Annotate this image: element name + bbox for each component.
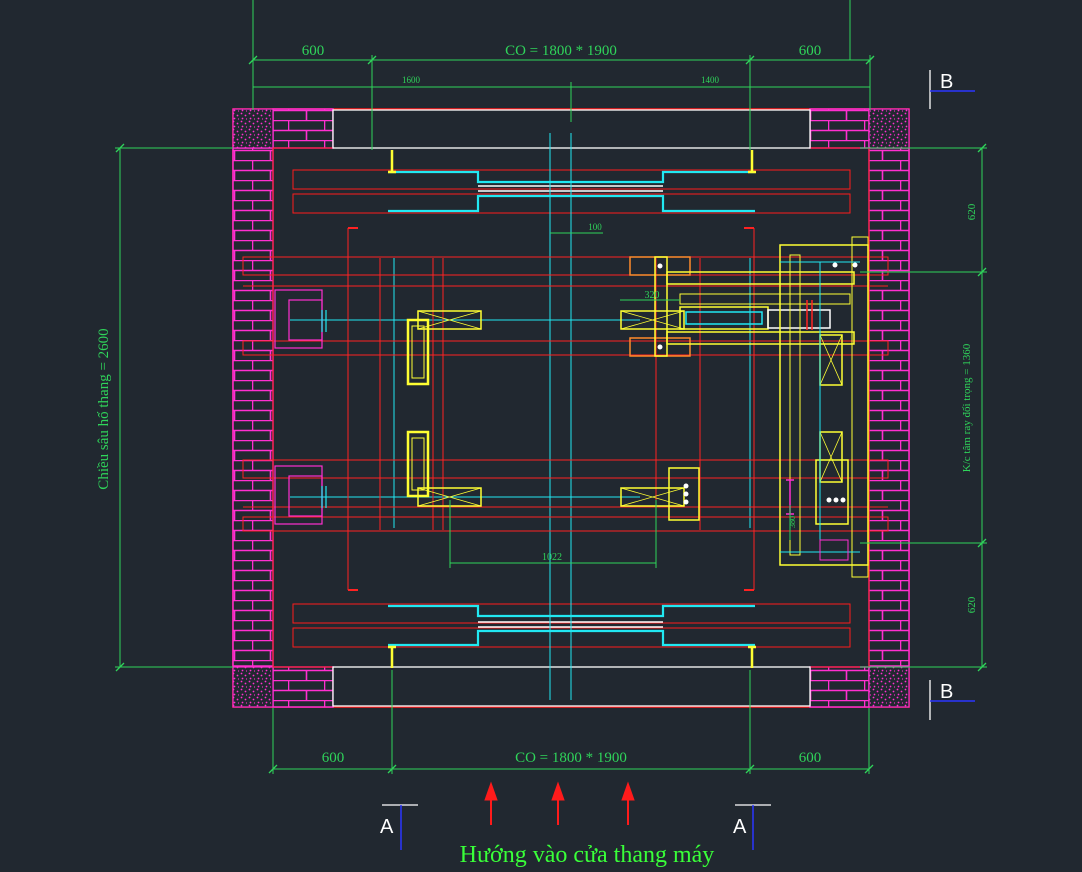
bracket-lower-left-inner bbox=[288, 475, 323, 517]
corner-column-br bbox=[868, 666, 910, 708]
section-b-bottom-label: B bbox=[940, 681, 953, 703]
corner-column-bl bbox=[232, 666, 274, 708]
car-guide-shoes bbox=[406, 310, 700, 521]
dim-top-left: 600 bbox=[302, 43, 325, 59]
cw-frame-top bbox=[666, 271, 855, 285]
dim-top-center: CO = 1800 * 1900 bbox=[505, 43, 617, 59]
door-panels bbox=[388, 170, 755, 647]
car-rail-beams bbox=[242, 227, 889, 591]
guide-shoe-lr bbox=[620, 487, 685, 507]
right-brick-wall bbox=[868, 147, 910, 667]
section-a-left: A bbox=[380, 804, 418, 850]
section-b-bottom: B bbox=[929, 680, 975, 720]
dim-right-top: 620 bbox=[966, 203, 978, 220]
bottom-rail-clip bbox=[668, 467, 700, 521]
dimension-ticks bbox=[115, 55, 987, 774]
section-b-top: B bbox=[929, 70, 975, 109]
bottom-door-panel-outer bbox=[388, 629, 755, 647]
top-left-brick bbox=[272, 108, 334, 149]
rail-beam-upper-2 bbox=[242, 340, 889, 356]
cw-white-block bbox=[767, 309, 831, 329]
left-brick-wall bbox=[232, 147, 274, 667]
entry-direction-caption: Hướng vào cửa thang máy bbox=[460, 842, 715, 868]
guide-shoe-ur bbox=[620, 310, 685, 330]
top-door-panel-inner bbox=[388, 194, 755, 213]
counterweight-assembly bbox=[629, 236, 869, 578]
jamb-top-left bbox=[388, 150, 396, 174]
dim-left-vertical: Chiều sâu hố thang = 2600 bbox=[96, 328, 112, 489]
dim-right-bottom: 620 bbox=[966, 596, 978, 613]
cw-bolts bbox=[657, 262, 858, 503]
bracket-upper-left bbox=[274, 289, 323, 349]
entry-arrow-3 bbox=[621, 781, 635, 825]
left-rail-brackets bbox=[274, 289, 327, 525]
corner-column-tl bbox=[232, 108, 274, 149]
section-a-left-label: A bbox=[380, 816, 394, 838]
door-jambs bbox=[388, 150, 756, 668]
section-a-right: A bbox=[733, 804, 771, 850]
bottom-left-brick bbox=[272, 666, 334, 708]
section-b-top-label: B bbox=[940, 71, 953, 93]
dim-inner-320: 320 bbox=[645, 290, 660, 301]
cw-rail-left bbox=[654, 256, 668, 357]
section-a-right-label: A bbox=[733, 816, 747, 838]
jamb-top-right bbox=[748, 150, 756, 174]
dim-inner-small: 100 bbox=[588, 222, 602, 232]
dimension-text: 600 CO = 1800 * 1900 600 1600 1400 100 3… bbox=[96, 43, 978, 766]
rail-beam-lower bbox=[242, 459, 889, 479]
dim-sub-left: 1600 bbox=[402, 75, 421, 85]
top-door-panel-outer bbox=[388, 170, 755, 184]
buffer-upper bbox=[406, 318, 430, 386]
dim-bottom-center: CO = 1800 * 1900 bbox=[515, 750, 627, 766]
top-right-brick bbox=[809, 108, 870, 149]
bracket-lower-left bbox=[274, 465, 323, 525]
rail-beam-upper bbox=[242, 256, 889, 276]
cw-buffer bbox=[815, 459, 849, 525]
entry-arrows bbox=[484, 781, 635, 825]
pit-walls bbox=[232, 108, 910, 708]
dim-sub-right: 1400 bbox=[701, 75, 720, 85]
bottom-door-panel-inner bbox=[388, 604, 755, 618]
dim-top-right: 600 bbox=[799, 43, 822, 59]
dim-inner-1022: 1022 bbox=[542, 552, 562, 563]
dimension-lines bbox=[115, 0, 987, 774]
dim-right-middle: K/c tâm ray đối trọng = 1360 bbox=[961, 343, 973, 472]
entry-arrow-1 bbox=[484, 781, 498, 825]
dim-bottom-right: 600 bbox=[799, 750, 822, 766]
corner-column-tr bbox=[868, 108, 910, 149]
buffer-lower bbox=[406, 430, 430, 498]
dim-inner-side: 380 bbox=[788, 516, 797, 528]
jamb-bottom-right bbox=[748, 645, 756, 668]
cw-weight-block bbox=[679, 306, 769, 330]
bottom-right-brick bbox=[809, 666, 870, 708]
entry-arrow-2 bbox=[551, 781, 565, 825]
cw-frame-bottom bbox=[666, 331, 855, 345]
dim-bottom-left: 600 bbox=[322, 750, 345, 766]
rail-bolts bbox=[683, 483, 689, 505]
jamb-bottom-left bbox=[388, 645, 396, 668]
rail-beam-lower-2 bbox=[242, 516, 889, 532]
section-markers: B B A A bbox=[380, 70, 975, 850]
